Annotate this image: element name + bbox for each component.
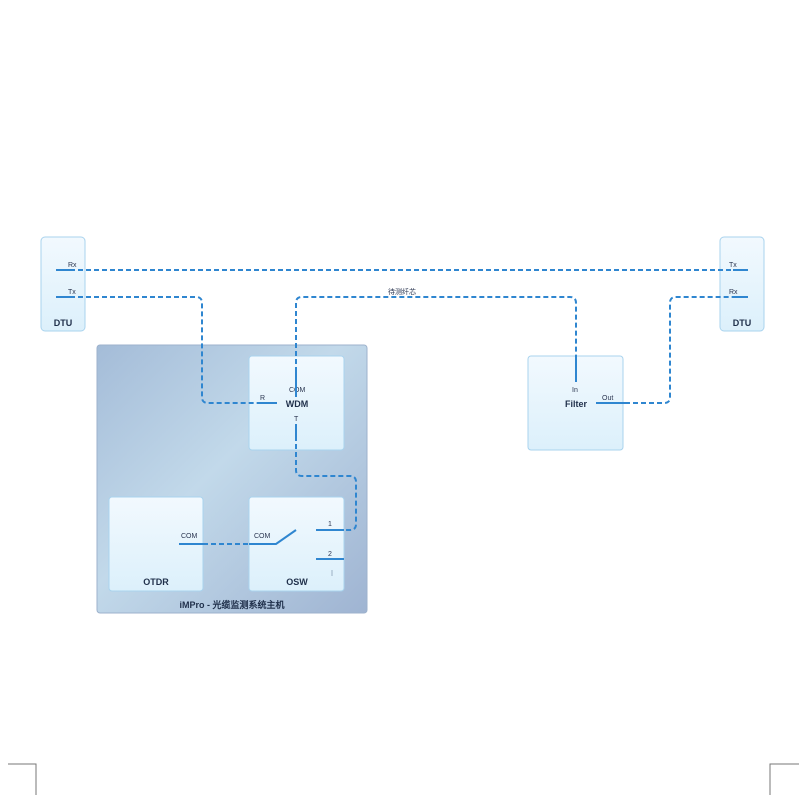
host-label: iMPro - 光缆监测系统主机 <box>180 599 285 610</box>
fiber-under-test-label: 待测纤芯 <box>388 287 416 296</box>
port-stubs <box>56 269 748 560</box>
fiber-under-test <box>295 296 577 372</box>
osw-port-1: 1 <box>328 521 332 528</box>
wdm-com-port: COM <box>289 387 306 394</box>
otdr-label: OTDR <box>143 577 169 587</box>
dtu-left-rx-port: Rx <box>68 262 77 269</box>
dtu-left-tx-port: Tx <box>68 289 76 296</box>
filter-label: Filter <box>565 399 588 409</box>
dtu-left: DTU Rx Tx <box>40 236 86 332</box>
filter-out-port: Out <box>602 395 613 402</box>
wdm-label: WDM <box>286 399 309 409</box>
fiber-filter-dtu-rx <box>625 296 733 404</box>
osw-switch-lever <box>249 529 297 545</box>
dtu-right-tx-port: Tx <box>729 262 737 269</box>
osw-module: OSW COM 1 2 <box>248 496 345 592</box>
osw-com-port: COM <box>254 533 271 540</box>
wdm-module: WDM COM R T <box>248 355 345 451</box>
dtu-right-label: DTU <box>733 318 752 328</box>
fiber-wdm-t-osw-1 <box>295 436 357 531</box>
osw-port-2: 2 <box>328 551 332 558</box>
dtu-right-rx-port: Rx <box>729 289 738 296</box>
dtu-right: DTU Tx Rx <box>719 236 765 332</box>
wdm-t-port: T <box>294 416 299 423</box>
filter-in-port: In <box>572 387 578 394</box>
fiber-links <box>70 269 733 545</box>
osw-label: OSW <box>286 577 308 587</box>
otdr-com-port: COM <box>181 533 198 540</box>
crop-marks <box>8 763 799 795</box>
wdm-r-port: R <box>260 395 265 402</box>
dtu-left-label: DTU <box>54 318 73 328</box>
fiber-dtu-tx-wdm-r <box>70 296 257 404</box>
